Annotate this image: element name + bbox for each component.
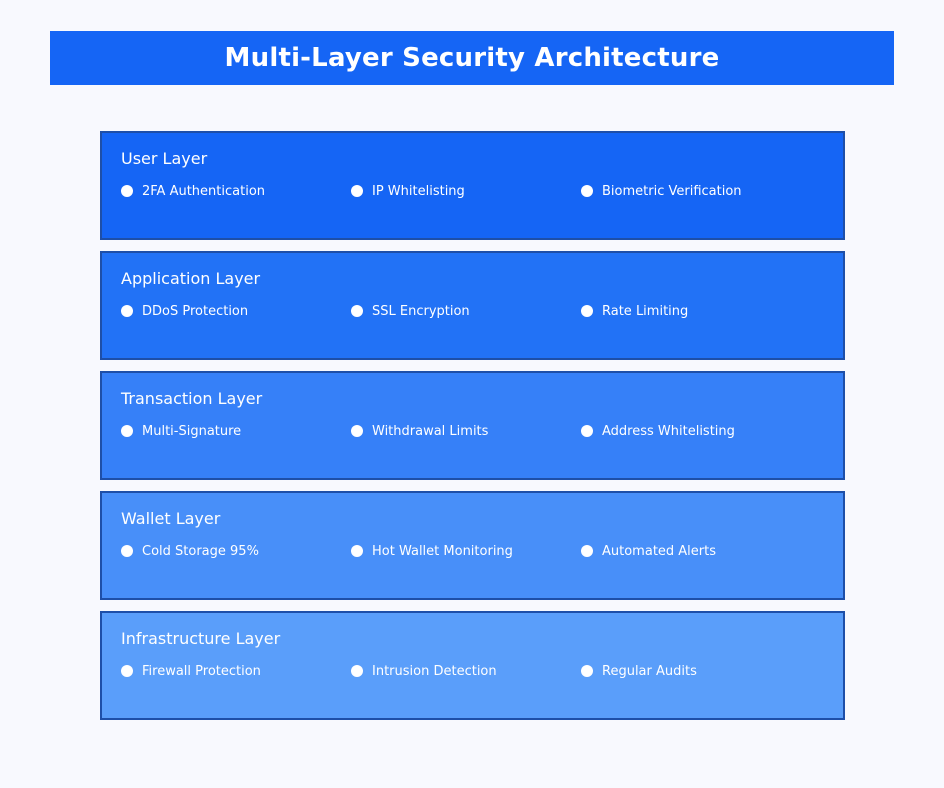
layer-item-list: Cold Storage 95% Hot Wallet Monitoring A…	[121, 541, 831, 561]
layer-item[interactable]: Cold Storage 95%	[121, 541, 259, 561]
layer-item-label: Firewall Protection	[142, 663, 261, 679]
layer-item[interactable]: Firewall Protection	[121, 661, 261, 681]
layer-item-label: Automated Alerts	[602, 543, 717, 559]
layer-item[interactable]: SSL Encryption	[351, 301, 470, 321]
layer-item-label: Rate Limiting	[602, 303, 689, 319]
layer-item[interactable]: Regular Audits	[581, 661, 697, 681]
bullet-icon	[581, 185, 593, 197]
bullet-icon	[121, 185, 133, 197]
layer-box-transaction[interactable]: Transaction Layer Multi-Signature Withdr…	[100, 371, 845, 480]
bullet-icon	[351, 665, 363, 677]
layer-item-list: Firewall Protection Intrusion Detection …	[121, 661, 831, 681]
bullet-icon	[581, 425, 593, 437]
layer-item-label: Hot Wallet Monitoring	[372, 543, 513, 559]
bullet-icon	[351, 545, 363, 557]
layer-item-list: Multi-Signature Withdrawal Limits Addres…	[121, 421, 831, 441]
layer-item[interactable]: Biometric Verification	[581, 181, 742, 201]
layer-box-user[interactable]: User Layer 2FA Authentication IP Whiteli…	[100, 131, 845, 240]
layer-item-label: Address Whitelisting	[602, 423, 735, 439]
layer-box-wallet[interactable]: Wallet Layer Cold Storage 95% Hot Wallet…	[100, 491, 845, 600]
layer-box-application[interactable]: Application Layer DDoS Protection SSL En…	[100, 251, 845, 360]
layer-title: Infrastructure Layer	[121, 629, 281, 648]
layer-item[interactable]: IP Whitelisting	[351, 181, 465, 201]
page-title: Multi-Layer Security Architecture	[224, 43, 720, 73]
bullet-icon	[581, 545, 593, 557]
layer-item[interactable]: Automated Alerts	[581, 541, 716, 561]
bullet-icon	[121, 305, 133, 317]
bullet-icon	[581, 665, 593, 677]
layer-item-list: 2FA Authentication IP Whitelisting Biome…	[121, 181, 831, 201]
layer-box-infrastructure[interactable]: Infrastructure Layer Firewall Protection…	[100, 611, 845, 720]
layer-title: Transaction Layer	[121, 389, 263, 408]
bullet-icon	[121, 425, 133, 437]
layer-item[interactable]: Hot Wallet Monitoring	[351, 541, 513, 561]
layer-item-label: SSL Encryption	[372, 303, 470, 319]
layer-item-label: Biometric Verification	[602, 183, 742, 199]
layer-title: User Layer	[121, 149, 208, 168]
layer-item-label: Multi-Signature	[142, 423, 242, 439]
bullet-icon	[351, 425, 363, 437]
layer-item[interactable]: 2FA Authentication	[121, 181, 265, 201]
layer-item[interactable]: Rate Limiting	[581, 301, 688, 321]
layer-item-label: Withdrawal Limits	[372, 423, 489, 439]
layer-title: Wallet Layer	[121, 509, 221, 528]
bullet-icon	[121, 545, 133, 557]
layer-item-label: 2FA Authentication	[142, 183, 266, 199]
diagram-title-bar: Multi-Layer Security Architecture	[50, 31, 894, 85]
bullet-icon	[581, 305, 593, 317]
layer-item[interactable]: Withdrawal Limits	[351, 421, 488, 441]
layer-item-label: Intrusion Detection	[372, 663, 497, 679]
layer-item[interactable]: Multi-Signature	[121, 421, 241, 441]
bullet-icon	[351, 305, 363, 317]
layer-item[interactable]: Intrusion Detection	[351, 661, 497, 681]
layer-item-label: Cold Storage 95%	[142, 543, 259, 559]
layer-item[interactable]: DDoS Protection	[121, 301, 248, 321]
layer-item-list: DDoS Protection SSL Encryption Rate Limi…	[121, 301, 831, 321]
bullet-icon	[121, 665, 133, 677]
layer-item-label: DDoS Protection	[142, 303, 249, 319]
security-layer-stack: User Layer 2FA Authentication IP Whiteli…	[100, 131, 845, 731]
layer-item-label: IP Whitelisting	[372, 183, 465, 199]
layer-title: Application Layer	[121, 269, 261, 288]
layer-item[interactable]: Address Whitelisting	[581, 421, 735, 441]
layer-item-label: Regular Audits	[602, 663, 697, 679]
bullet-icon	[351, 185, 363, 197]
